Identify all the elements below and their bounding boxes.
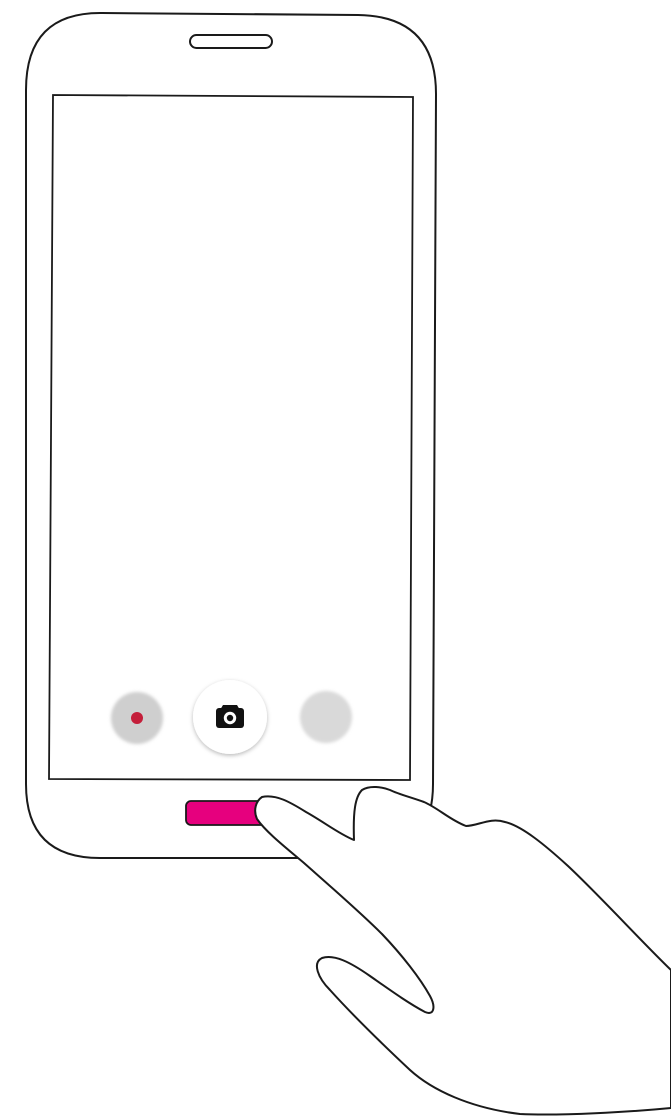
gallery-thumbnail — [300, 691, 352, 743]
gallery-button[interactable] — [300, 691, 352, 743]
camera-icon — [216, 705, 244, 728]
record-dot-icon — [131, 712, 143, 724]
record-button[interactable] — [111, 692, 163, 744]
earpiece-speaker — [190, 35, 272, 48]
hand-outline — [255, 787, 671, 1115]
phone-screen — [49, 95, 413, 780]
shutter-button[interactable] — [193, 680, 267, 754]
pointing-hand — [255, 787, 671, 1115]
